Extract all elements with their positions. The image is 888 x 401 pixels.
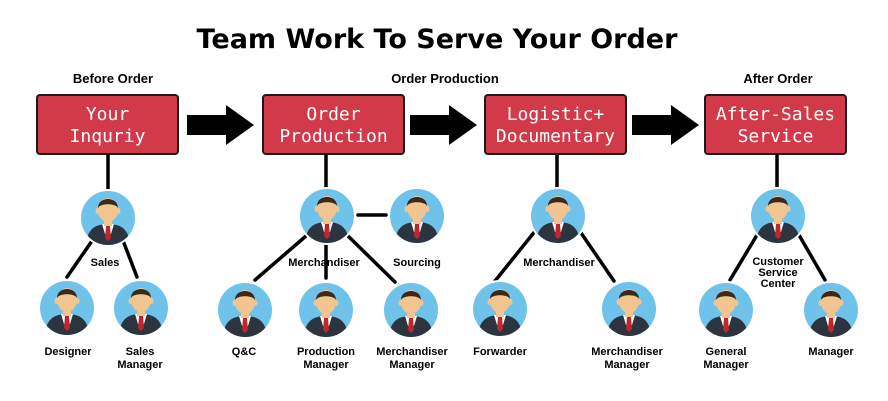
person-label-sales-manager: Sales <box>126 346 155 358</box>
person-label-merchandiser-manager: Manager <box>604 359 650 371</box>
person-label-production-manager: Production <box>297 346 355 358</box>
arrow-icon <box>632 105 699 145</box>
person-avatar-icon <box>38 279 96 338</box>
person-label-production-manager: Manager <box>303 359 349 371</box>
connector-line <box>728 233 759 282</box>
person-label-general-manager: Manager <box>703 359 749 371</box>
connector-line <box>65 236 96 279</box>
person-avatar-icon <box>297 281 355 340</box>
person-label-merchandiser: Merchandiser <box>523 257 595 269</box>
person-label-sales-manager: Manager <box>117 359 163 371</box>
arrow-icon <box>410 105 477 145</box>
arrow-icon <box>187 105 254 145</box>
person-avatar-icon <box>471 280 529 339</box>
person-avatar-icon <box>216 281 274 340</box>
connector-line <box>253 234 308 282</box>
stage-box-logistic-documentary: Logistic+ Documentary <box>484 94 627 155</box>
person-avatar-icon <box>600 280 658 339</box>
person-label-merchandiser: Merchandiser <box>288 257 360 269</box>
stage-label: Inquriy <box>70 126 146 147</box>
connector-line <box>120 236 139 279</box>
person-label-manager: Manager <box>808 346 854 358</box>
connector-line <box>577 228 616 283</box>
person-label-sales: Sales <box>91 257 120 269</box>
connector-line <box>493 228 538 283</box>
person-label-customer-service-center: Service <box>758 267 797 279</box>
stage-label: Documentary <box>496 126 615 147</box>
stage-label: Production <box>279 126 387 147</box>
connector-line <box>797 233 827 282</box>
connector-line <box>346 234 397 284</box>
stage-label: Service <box>738 126 814 147</box>
stage-label: Logistic+ <box>507 104 605 125</box>
person-avatar-icon <box>388 187 446 246</box>
phase-label-order-production: Order Production <box>391 71 499 86</box>
person-label-qc: Q&C <box>232 346 257 358</box>
stage-box-after-sales-service: After-Sales Service <box>704 94 847 155</box>
person-label-merchandiser-manager: Manager <box>389 359 435 371</box>
stage-label: Your <box>86 104 130 125</box>
person-avatar-icon <box>382 281 440 340</box>
person-label-general-manager: General <box>706 346 747 358</box>
page-title: Team Work To Serve Your Order <box>197 24 679 55</box>
person-avatar-icon <box>112 279 170 338</box>
person-label-merchandiser-manager: Merchandiser <box>376 346 448 358</box>
stage-box-order-production: Order Production <box>262 94 405 155</box>
stage-box-your-inquiry: Your Inquriy <box>36 94 179 155</box>
person-avatar-icon <box>697 281 755 340</box>
person-label-customer-service-center: Center <box>761 278 797 290</box>
stage-label: After-Sales <box>716 104 835 125</box>
person-label-merchandiser-manager: Merchandiser <box>591 346 663 358</box>
stage-label: Order <box>306 104 360 125</box>
person-label-designer: Designer <box>44 346 92 358</box>
person-avatar-icon <box>802 281 860 340</box>
person-label-sourcing: Sourcing <box>393 257 441 269</box>
person-avatar-icon <box>79 189 137 248</box>
person-label-customer-service-center: Customer <box>752 256 804 268</box>
person-label-forwarder: Forwarder <box>473 346 528 358</box>
phase-label-after-order: After Order <box>743 71 812 86</box>
person-avatar-icon <box>529 187 587 246</box>
connector-lines <box>65 153 827 284</box>
phase-label-before-order: Before Order <box>73 71 153 86</box>
